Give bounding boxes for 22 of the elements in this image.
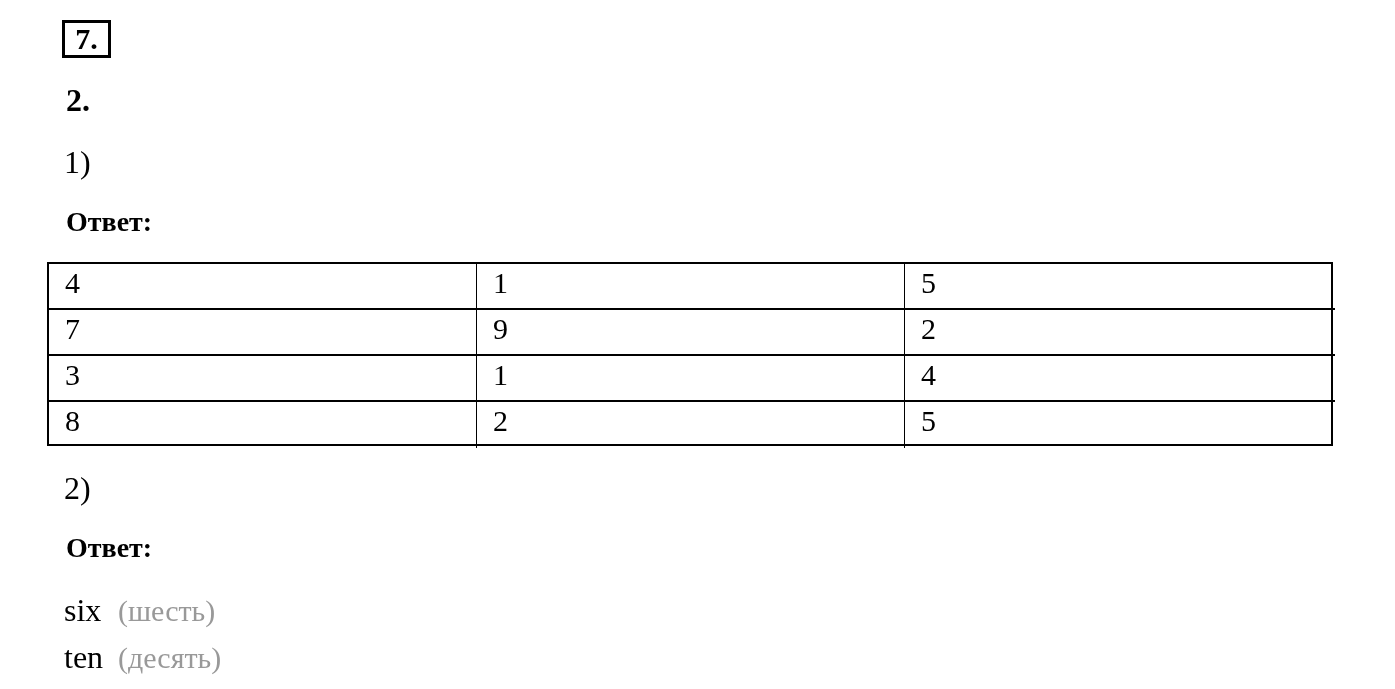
table-cell: 9 <box>477 310 905 356</box>
table-cell: 3 <box>49 356 477 402</box>
answer-word: ten <box>64 641 104 673</box>
table-cell: 1 <box>477 356 905 402</box>
table-cell: 5 <box>905 264 1335 310</box>
table-cell: 2 <box>477 402 905 448</box>
translation-text: (десять) <box>118 643 222 673</box>
table-cell: 8 <box>49 402 477 448</box>
task-number: 2. <box>66 84 90 116</box>
table-cell: 2 <box>905 310 1335 356</box>
table-cell: 4 <box>49 264 477 310</box>
table-cell: 1 <box>477 264 905 310</box>
answer-heading: Ответ: <box>66 534 153 562</box>
translation-text: (шесть) <box>118 596 216 626</box>
table-cell: 7 <box>49 310 477 356</box>
number-box: 7. <box>62 20 111 58</box>
item-number: 2) <box>64 472 91 504</box>
answer-heading: Ответ: <box>66 208 153 236</box>
table-cell: 4 <box>905 356 1335 402</box>
table-cell-text: 5 <box>920 403 937 439</box>
answer-word: six <box>64 594 102 626</box>
item-number: 1) <box>64 146 91 178</box>
